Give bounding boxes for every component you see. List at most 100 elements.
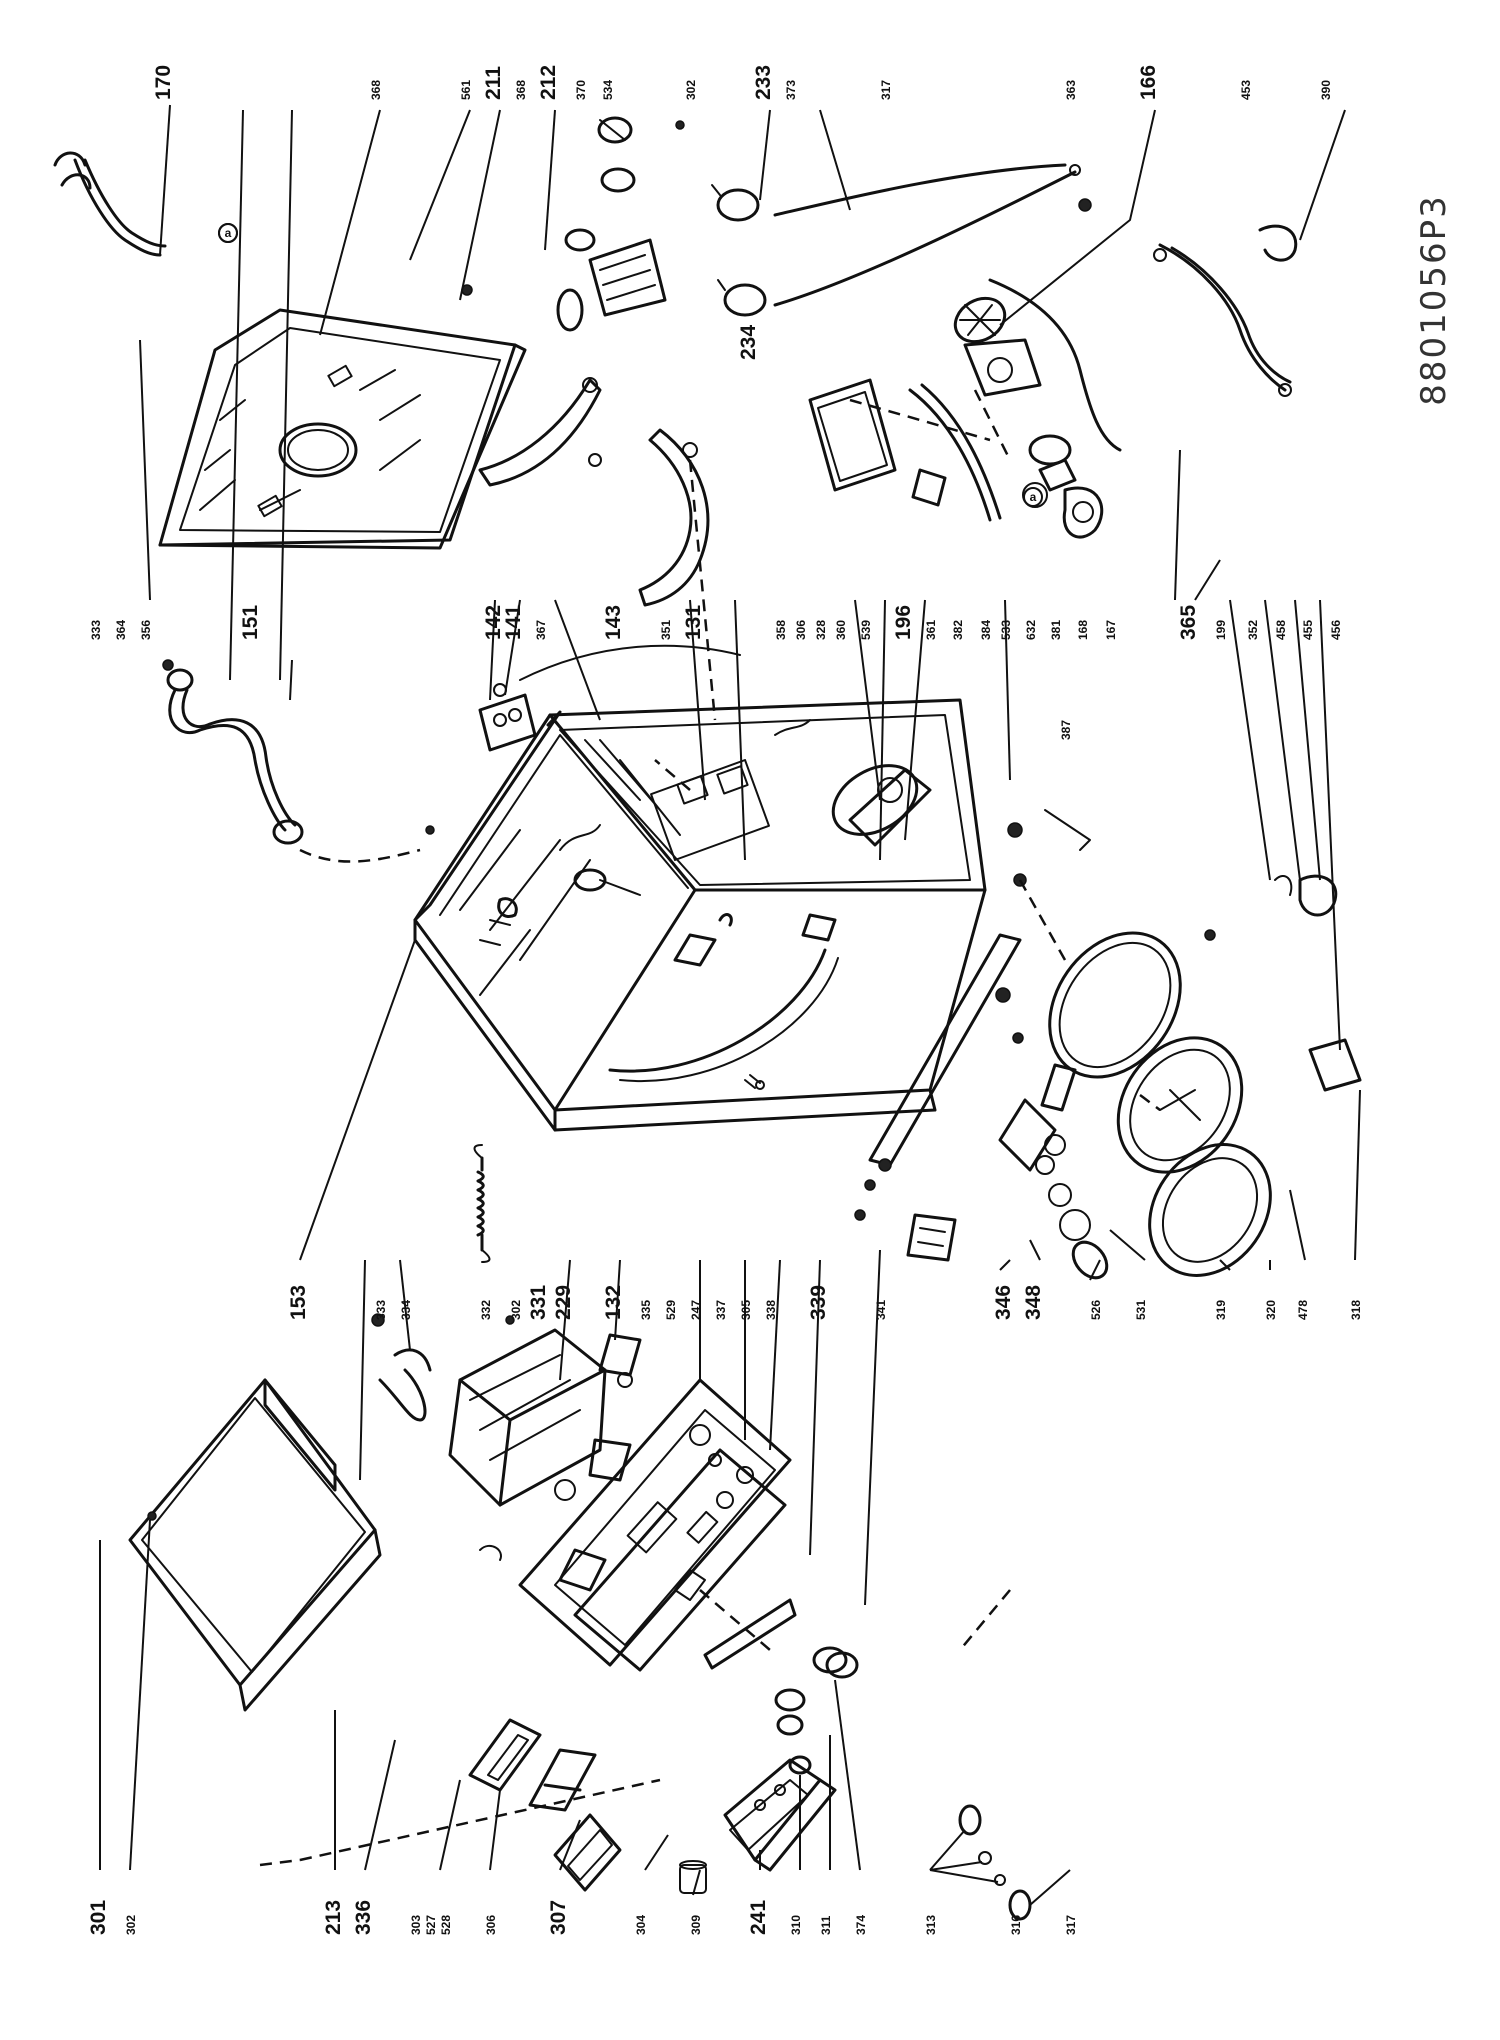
cabinet	[413, 698, 987, 1132]
hose-170	[53, 151, 238, 257]
label-339: 339	[807, 1285, 830, 1320]
label-365: 365	[1177, 605, 1200, 640]
label-132: 132	[602, 1285, 625, 1320]
label-319: 319	[1214, 1300, 1228, 1320]
drain-pump	[908, 224, 1298, 539]
label-456: 456	[1329, 620, 1343, 640]
label-211: 211	[482, 66, 505, 100]
label-367: 367	[534, 620, 548, 640]
label-141: 141	[502, 605, 525, 640]
label-527: 527	[424, 1915, 438, 1935]
inlet-hose	[162, 659, 435, 863]
label-142: 142	[482, 605, 505, 640]
label-382: 382	[951, 620, 965, 640]
label-311: 311	[819, 1915, 833, 1935]
label-302-front: 302	[509, 1300, 523, 1320]
label-351: 351	[659, 620, 673, 640]
label-561: 561	[459, 80, 473, 100]
label-336: 336	[352, 1900, 375, 1935]
label-318: 318	[1349, 1300, 1363, 1320]
label-334: 334	[399, 1300, 413, 1320]
label-352: 352	[1246, 620, 1260, 640]
label-455: 455	[1301, 620, 1315, 640]
top-lid	[128, 1378, 382, 1712]
label-305: 305	[739, 1300, 753, 1320]
filter-panel	[808, 378, 947, 507]
label-364: 364	[114, 620, 128, 640]
label-363: 363	[1064, 80, 1078, 100]
label-368-a: 368	[369, 80, 383, 100]
label-131: 131	[682, 605, 705, 640]
label-332: 332	[479, 1300, 493, 1320]
label-384: 384	[979, 620, 993, 640]
label-317-hose: 317	[879, 80, 893, 100]
label-338: 338	[764, 1300, 778, 1320]
label-317-knob: 317	[1064, 1915, 1078, 1935]
label-167: 167	[1104, 620, 1118, 640]
label-360: 360	[834, 620, 848, 640]
label-531: 531	[1134, 1300, 1148, 1320]
label-533: 533	[999, 620, 1013, 640]
label-337: 337	[714, 1300, 728, 1320]
label-370: 370	[574, 80, 588, 100]
rear-bracket	[478, 377, 717, 721]
label-247: 247	[689, 1300, 703, 1320]
label-241: 241	[747, 1900, 770, 1935]
callout-markers: a a	[218, 223, 1043, 507]
drawing-code: 8801056P3	[1414, 194, 1454, 406]
label-373: 373	[784, 80, 798, 100]
label-307: 307	[547, 1900, 570, 1935]
label-229: 229	[552, 1285, 575, 1320]
label-306-bottom: 306	[484, 1915, 498, 1935]
label-348: 348	[1022, 1285, 1045, 1320]
label-333-mid: 333	[89, 620, 103, 640]
control-panel-assembly	[468, 1378, 1032, 1921]
label-166: 166	[1137, 65, 1160, 100]
rear-parts	[461, 116, 1092, 332]
label-213: 213	[322, 1900, 345, 1935]
label-310: 310	[789, 1915, 803, 1935]
label-320: 320	[1264, 1300, 1278, 1320]
label-199: 199	[1214, 620, 1228, 640]
label-387: 387	[1059, 720, 1073, 740]
door-assembly	[906, 809, 1362, 1280]
label-361: 361	[924, 620, 938, 640]
label-313: 313	[924, 1915, 938, 1935]
label-328: 328	[814, 620, 828, 640]
label-632: 632	[1024, 620, 1038, 640]
label-381: 381	[1049, 620, 1063, 640]
label-335: 335	[639, 1300, 653, 1320]
label-301: 301	[87, 1900, 110, 1935]
label-233: 233	[752, 65, 775, 100]
label-306-mid: 306	[794, 620, 808, 640]
label-234: 234	[737, 325, 760, 360]
inlet-valves	[478, 644, 741, 896]
label-302-bottom: 302	[124, 1915, 138, 1935]
label-368-b: 368	[514, 80, 528, 100]
label-143: 143	[602, 605, 625, 640]
label-529: 529	[664, 1300, 678, 1320]
label-534: 534	[601, 80, 615, 100]
label-346: 346	[992, 1285, 1015, 1320]
base-strip	[854, 933, 1024, 1221]
label-212: 212	[537, 65, 560, 100]
label-453: 453	[1239, 80, 1253, 100]
label-168: 168	[1076, 620, 1090, 640]
callout-a-1: a	[225, 226, 232, 240]
label-526: 526	[1089, 1300, 1103, 1320]
label-374: 374	[854, 1915, 868, 1935]
label-478: 478	[1296, 1300, 1310, 1320]
label-303: 303	[409, 1915, 423, 1935]
callout-a-2: a	[1030, 490, 1037, 504]
back-panel	[158, 308, 527, 550]
label-390: 390	[1319, 80, 1333, 100]
label-341: 341	[874, 1300, 888, 1320]
label-302-rear: 302	[684, 80, 698, 100]
label-316: 316	[1009, 1915, 1023, 1935]
dispenser-assembly	[371, 1313, 642, 1592]
label-539: 539	[859, 620, 873, 640]
label-151: 151	[239, 605, 262, 640]
label-153: 153	[287, 1285, 310, 1320]
assembly-dashes	[259, 389, 1161, 1867]
label-331: 331	[527, 1285, 550, 1320]
